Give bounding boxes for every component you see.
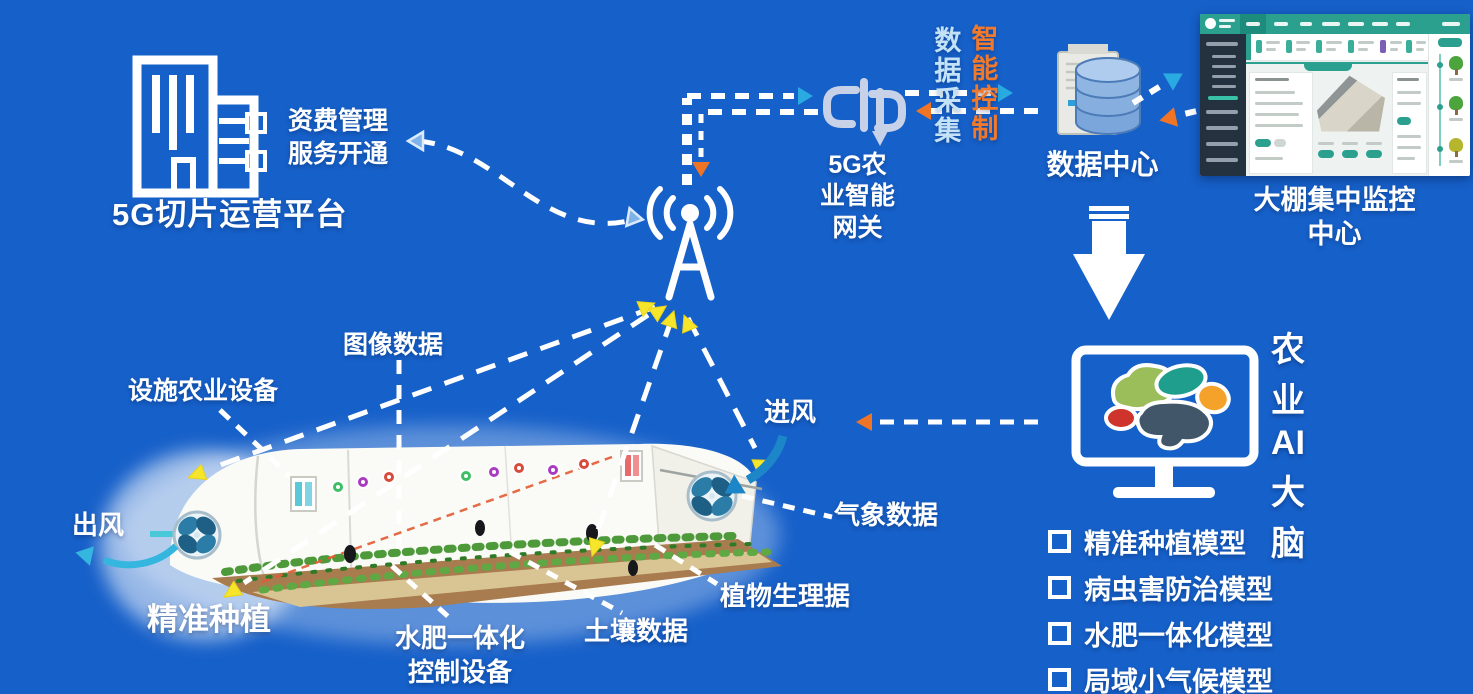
label-fertigation: 水肥一体化 控制设备 (394, 623, 525, 687)
flow-label-control: 智能控制 (967, 24, 998, 144)
label-plant-physiology: 植物生理据 (720, 581, 851, 611)
square-bullet-icon (1048, 576, 1071, 599)
plant-icon (1449, 138, 1463, 152)
mini-logo-icon (1205, 18, 1216, 29)
square-bullet-icon (1048, 668, 1071, 691)
mini-sidebar (1200, 34, 1246, 176)
antenna-icon (646, 186, 734, 301)
mini-plant-column (1428, 34, 1470, 176)
flow-ai-field (856, 413, 1038, 431)
down-arrow-icon (1073, 206, 1145, 320)
vent-window-icon (290, 450, 643, 512)
flow-platform-antenna (405, 129, 646, 228)
ai-model-list: 精准种植模型 病虫害防治模型 水肥一体化模型 局域小气候模型 (1048, 522, 1273, 694)
feature-billing: 资费管理 (288, 107, 389, 135)
datacenter-label: 数据中心 (1046, 149, 1159, 180)
gateway-label: 5G农 业智能 网关 (800, 150, 915, 244)
plant-icon (1449, 56, 1463, 70)
mini-content (1246, 34, 1428, 176)
monitor-center-line2: 中心 (1307, 218, 1362, 249)
monitor-icon (1071, 345, 1259, 498)
building-icon (132, 55, 259, 198)
label-air-in: 进风 (764, 397, 817, 427)
model-item: 局域小气候模型 (1048, 660, 1273, 694)
flow-label-collect: 数据采集 (930, 26, 961, 146)
air-out-arrow (75, 543, 179, 569)
gateway-label-line3: 网关 (832, 213, 883, 242)
feature-bullet-icon (245, 150, 267, 172)
monitor-center-line1: 大棚集中监控 (1253, 185, 1416, 215)
field-antenna-links (211, 304, 758, 586)
monitor-center-label: 大棚集中监控 中心 (1212, 184, 1457, 252)
flow-gateway-datacenter (905, 84, 1038, 120)
label-precision-planting: 精准种植 (147, 602, 271, 637)
exhaust-fan-icon (150, 510, 222, 560)
label-image-data: 图像数据 (343, 331, 444, 359)
database-icon (1057, 44, 1141, 135)
feature-bullet-icon (245, 112, 267, 134)
roof-sensor-dot-centers (336, 462, 586, 489)
label-soil-data: 土壤数据 (584, 616, 689, 646)
mini-header (1200, 14, 1470, 34)
platform-title: 5G切片运营平台 (112, 197, 348, 232)
plant-icon (1449, 96, 1463, 110)
square-bullet-icon (1048, 530, 1071, 553)
brain-icon (1104, 363, 1231, 451)
model-item: 精准种植模型 (1048, 522, 1273, 561)
field-antenna-arrowheads (186, 301, 769, 598)
model-item: 水肥一体化模型 (1048, 614, 1273, 653)
air-in-arrow (724, 434, 788, 494)
square-bullet-icon (1048, 622, 1071, 645)
gateway-label-line2: 业智能 (819, 182, 895, 211)
model-item: 病虫害防治模型 (1048, 568, 1273, 607)
feature-provisioning: 服务开通 (288, 140, 389, 168)
gateway-label-line1: 5G农 (828, 151, 887, 179)
monitoring-screenshot (1200, 14, 1470, 176)
mini-greenhouse-image (1316, 75, 1386, 132)
gateway-icon (823, 78, 906, 146)
label-weather-data: 气象数据 (834, 500, 939, 530)
label-pointer-lines (218, 360, 833, 622)
label-facility-equipment: 设施农业设备 (128, 377, 279, 405)
ai-brain-label: 农 业 AI 大 脑 (1271, 331, 1305, 563)
flow-antenna-gateway (682, 87, 818, 185)
label-air-out: 出风 (72, 510, 125, 540)
